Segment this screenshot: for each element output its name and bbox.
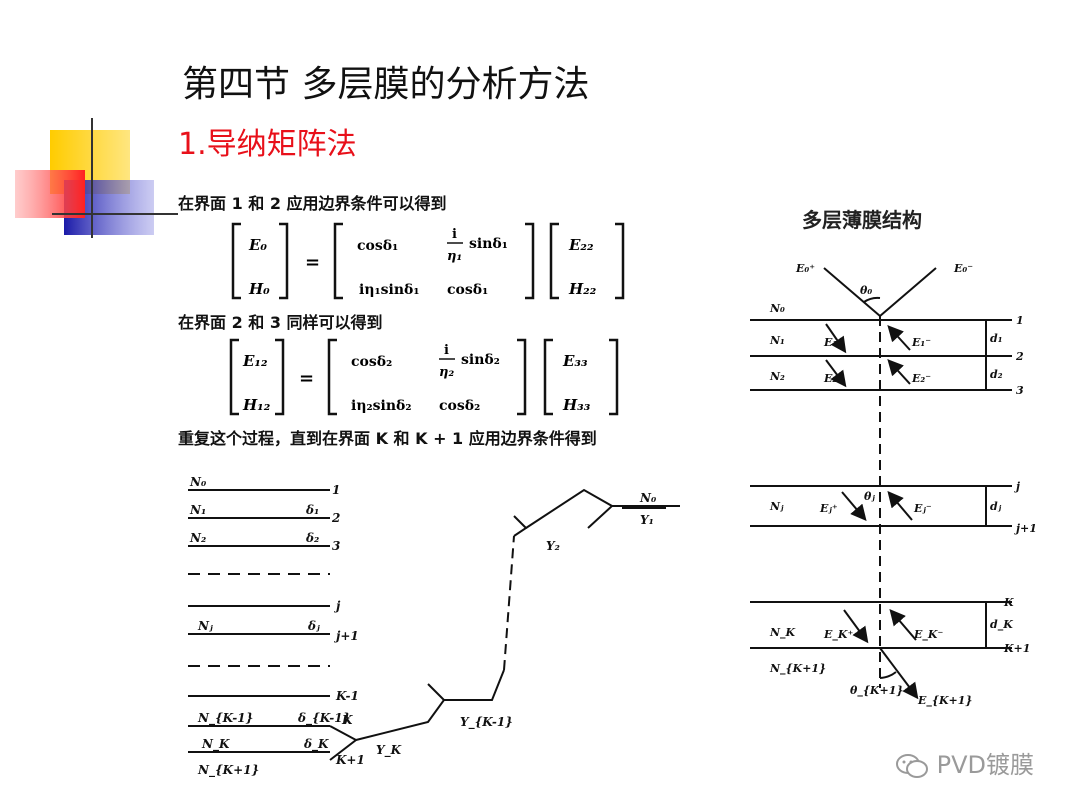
m1-rhs-bottom: H₂₂ bbox=[568, 280, 597, 298]
field-e1-down: E₁⁺ bbox=[823, 336, 843, 349]
medium-n1-label: N₁ bbox=[769, 334, 785, 347]
layer-delta-1: δ₁ bbox=[305, 503, 319, 517]
m1-rhs-top: E₂₂ bbox=[568, 236, 594, 254]
admittance-yk: Y_K bbox=[376, 743, 402, 758]
field-ej-down: Eⱼ⁺ bbox=[819, 502, 838, 515]
layer-name-1: N₁ bbox=[189, 503, 206, 517]
m2-cell-21: iη₂sinδ₂ bbox=[351, 398, 411, 414]
m2-rhs-bottom: H₃₃ bbox=[562, 396, 591, 414]
matrix-equation-1: E₀ H₀ = cosδ₁ i η₁ sinδ₁ iη₁sinδ₁ cosδ₁ … bbox=[231, 222, 625, 300]
subtitle-text: 导纳矩阵法 bbox=[206, 127, 357, 162]
interface-index-k1: K+1 bbox=[1003, 642, 1030, 655]
interface-index-3: 3 bbox=[1016, 384, 1024, 397]
interface-index-j1: j+1 bbox=[1014, 522, 1037, 535]
layer-index-3: j bbox=[334, 599, 341, 613]
m1-equals: = bbox=[305, 252, 320, 273]
m2-cell-11: cosδ₂ bbox=[351, 354, 392, 370]
field-e2-up: E₂⁻ bbox=[911, 372, 931, 385]
derivation-line-2: 在界面 2 和 3 同样可以得到 bbox=[178, 313, 383, 332]
m2-equals: = bbox=[299, 368, 314, 389]
m2-cell-12-den: η₂ bbox=[439, 365, 454, 380]
red-square bbox=[15, 170, 85, 218]
incidence-angle-label: θ₀ bbox=[860, 284, 872, 297]
m1-cell-11: cosδ₁ bbox=[357, 238, 398, 254]
m1-cell-22: cosδ₁ bbox=[447, 282, 488, 298]
interface-index-j: j bbox=[1014, 480, 1020, 493]
interface-index-1: 1 bbox=[1016, 314, 1024, 327]
m2-cell-12-fn: sinδ₂ bbox=[461, 352, 500, 368]
thickness-dj: dⱼ bbox=[990, 500, 1002, 513]
thickness-d2: d₂ bbox=[990, 368, 1003, 381]
corner-decoration bbox=[15, 118, 178, 238]
label-n0-right: N₀ bbox=[639, 491, 657, 505]
medium-nk1-label: N_{K+1} bbox=[769, 662, 826, 676]
field-e1-up: E₁⁻ bbox=[911, 336, 931, 349]
angle-thetaj: θⱼ bbox=[864, 490, 875, 503]
m2-rhs-top: E₃₃ bbox=[562, 352, 588, 370]
medium-n0-label: N₀ bbox=[769, 302, 785, 315]
m2-lhs-bottom: H₁₂ bbox=[242, 396, 271, 414]
m2-cell-12-num: i bbox=[444, 343, 449, 358]
subtitle-number: 1. bbox=[178, 127, 207, 162]
m1-lhs-top: E₀ bbox=[248, 236, 267, 254]
admittance-yk-1: Y_{K-1} bbox=[460, 715, 513, 730]
reflected-field-label: E₀⁻ bbox=[953, 262, 973, 275]
slide-title: 第四节 多层膜的分析方法 bbox=[182, 64, 590, 105]
m1-cell-12-den: η₁ bbox=[447, 249, 462, 264]
layer-name-2: N₂ bbox=[189, 531, 206, 545]
wechat-icon bbox=[896, 754, 928, 778]
m2-lhs-top: E₁₂ bbox=[242, 352, 268, 370]
field-ej-up: Eⱼ⁻ bbox=[913, 502, 932, 515]
layer-name-7: N_K bbox=[201, 737, 230, 752]
field-e2-down: E₂⁺ bbox=[823, 372, 843, 385]
layer-name-4: Nⱼ bbox=[197, 619, 213, 633]
watermark: PVD镀膜 bbox=[895, 745, 1034, 780]
m1-cell-12-fn: sinδ₁ bbox=[469, 236, 508, 252]
layer-name-6: N_{K-1} bbox=[197, 711, 253, 726]
medium-nj-label: Nⱼ bbox=[769, 500, 784, 513]
layer-name-0: N₀ bbox=[189, 475, 207, 489]
layer-delta-7: δ_K bbox=[303, 737, 329, 752]
admittance-diagram: N₀ 1 N₁ δ₁ 2 N₂ δ₂ 3 j Nⱼ δⱼ j+1 K-1 N_{… bbox=[188, 475, 680, 778]
layer-index-6: K bbox=[341, 713, 353, 727]
m1-cell-21: iη₁sinδ₁ bbox=[359, 282, 419, 298]
layer-index-5: K-1 bbox=[335, 689, 359, 703]
m1-cell-12-num: i bbox=[452, 227, 457, 242]
layer-index-2: 3 bbox=[332, 539, 340, 553]
layer-index-4: j+1 bbox=[334, 629, 359, 643]
matrix-equation-2: E₁₂ H₁₂ = cosδ₂ i η₂ sinδ₂ iη₂sinδ₂ cosδ… bbox=[229, 338, 619, 416]
layer-delta-2: δ₂ bbox=[305, 531, 319, 545]
m1-lhs-bottom: H₀ bbox=[248, 280, 270, 298]
medium-n2-label: N₂ bbox=[769, 370, 785, 383]
incident-field-label: E₀⁺ bbox=[795, 262, 815, 275]
field-ek1: E_{K+1} bbox=[917, 694, 972, 708]
layer-delta-4: δⱼ bbox=[307, 619, 320, 633]
m2-cell-22: cosδ₂ bbox=[439, 398, 480, 414]
admittance-y1: Y₁ bbox=[640, 513, 654, 527]
multilayer-structure-diagram: E₀⁺ E₀⁻ θ₀ N₀ N₁ E₁⁺ E₁⁻ d₁ 1 2 N₂ E₂⁺ E… bbox=[750, 262, 1037, 708]
structure-title: 多层薄膜结构 bbox=[802, 208, 922, 232]
layer-index-1: 2 bbox=[331, 511, 340, 525]
admittance-y2: Y₂ bbox=[546, 539, 560, 553]
angle-thetak1: θ_{K+1} bbox=[850, 684, 903, 698]
layer-delta-6: δ_{K-1} bbox=[297, 711, 350, 726]
thickness-d1: d₁ bbox=[990, 332, 1003, 345]
derivation-line-1: 在界面 1 和 2 应用边界条件可以得到 bbox=[178, 194, 447, 213]
layer-index-0: 1 bbox=[332, 483, 340, 497]
layer-index-7: K+1 bbox=[335, 753, 365, 767]
section-subtitle: 1.导纳矩阵法 bbox=[178, 126, 378, 164]
interface-index-2: 2 bbox=[1015, 350, 1024, 363]
field-ek-up: E_K⁻ bbox=[913, 628, 943, 642]
derivation-line-3: 重复这个过程，直到在界面 K 和 K + 1 应用边界条件得到 bbox=[178, 429, 597, 448]
medium-nk-label: N_K bbox=[769, 626, 796, 640]
interface-index-k: K bbox=[1003, 596, 1014, 609]
layer-name-8: N_{K+1} bbox=[197, 763, 259, 778]
watermark-text: PVD镀膜 bbox=[936, 751, 1035, 779]
thickness-dk: d_K bbox=[990, 618, 1013, 632]
field-ek-down: E_K⁺ bbox=[823, 628, 853, 642]
